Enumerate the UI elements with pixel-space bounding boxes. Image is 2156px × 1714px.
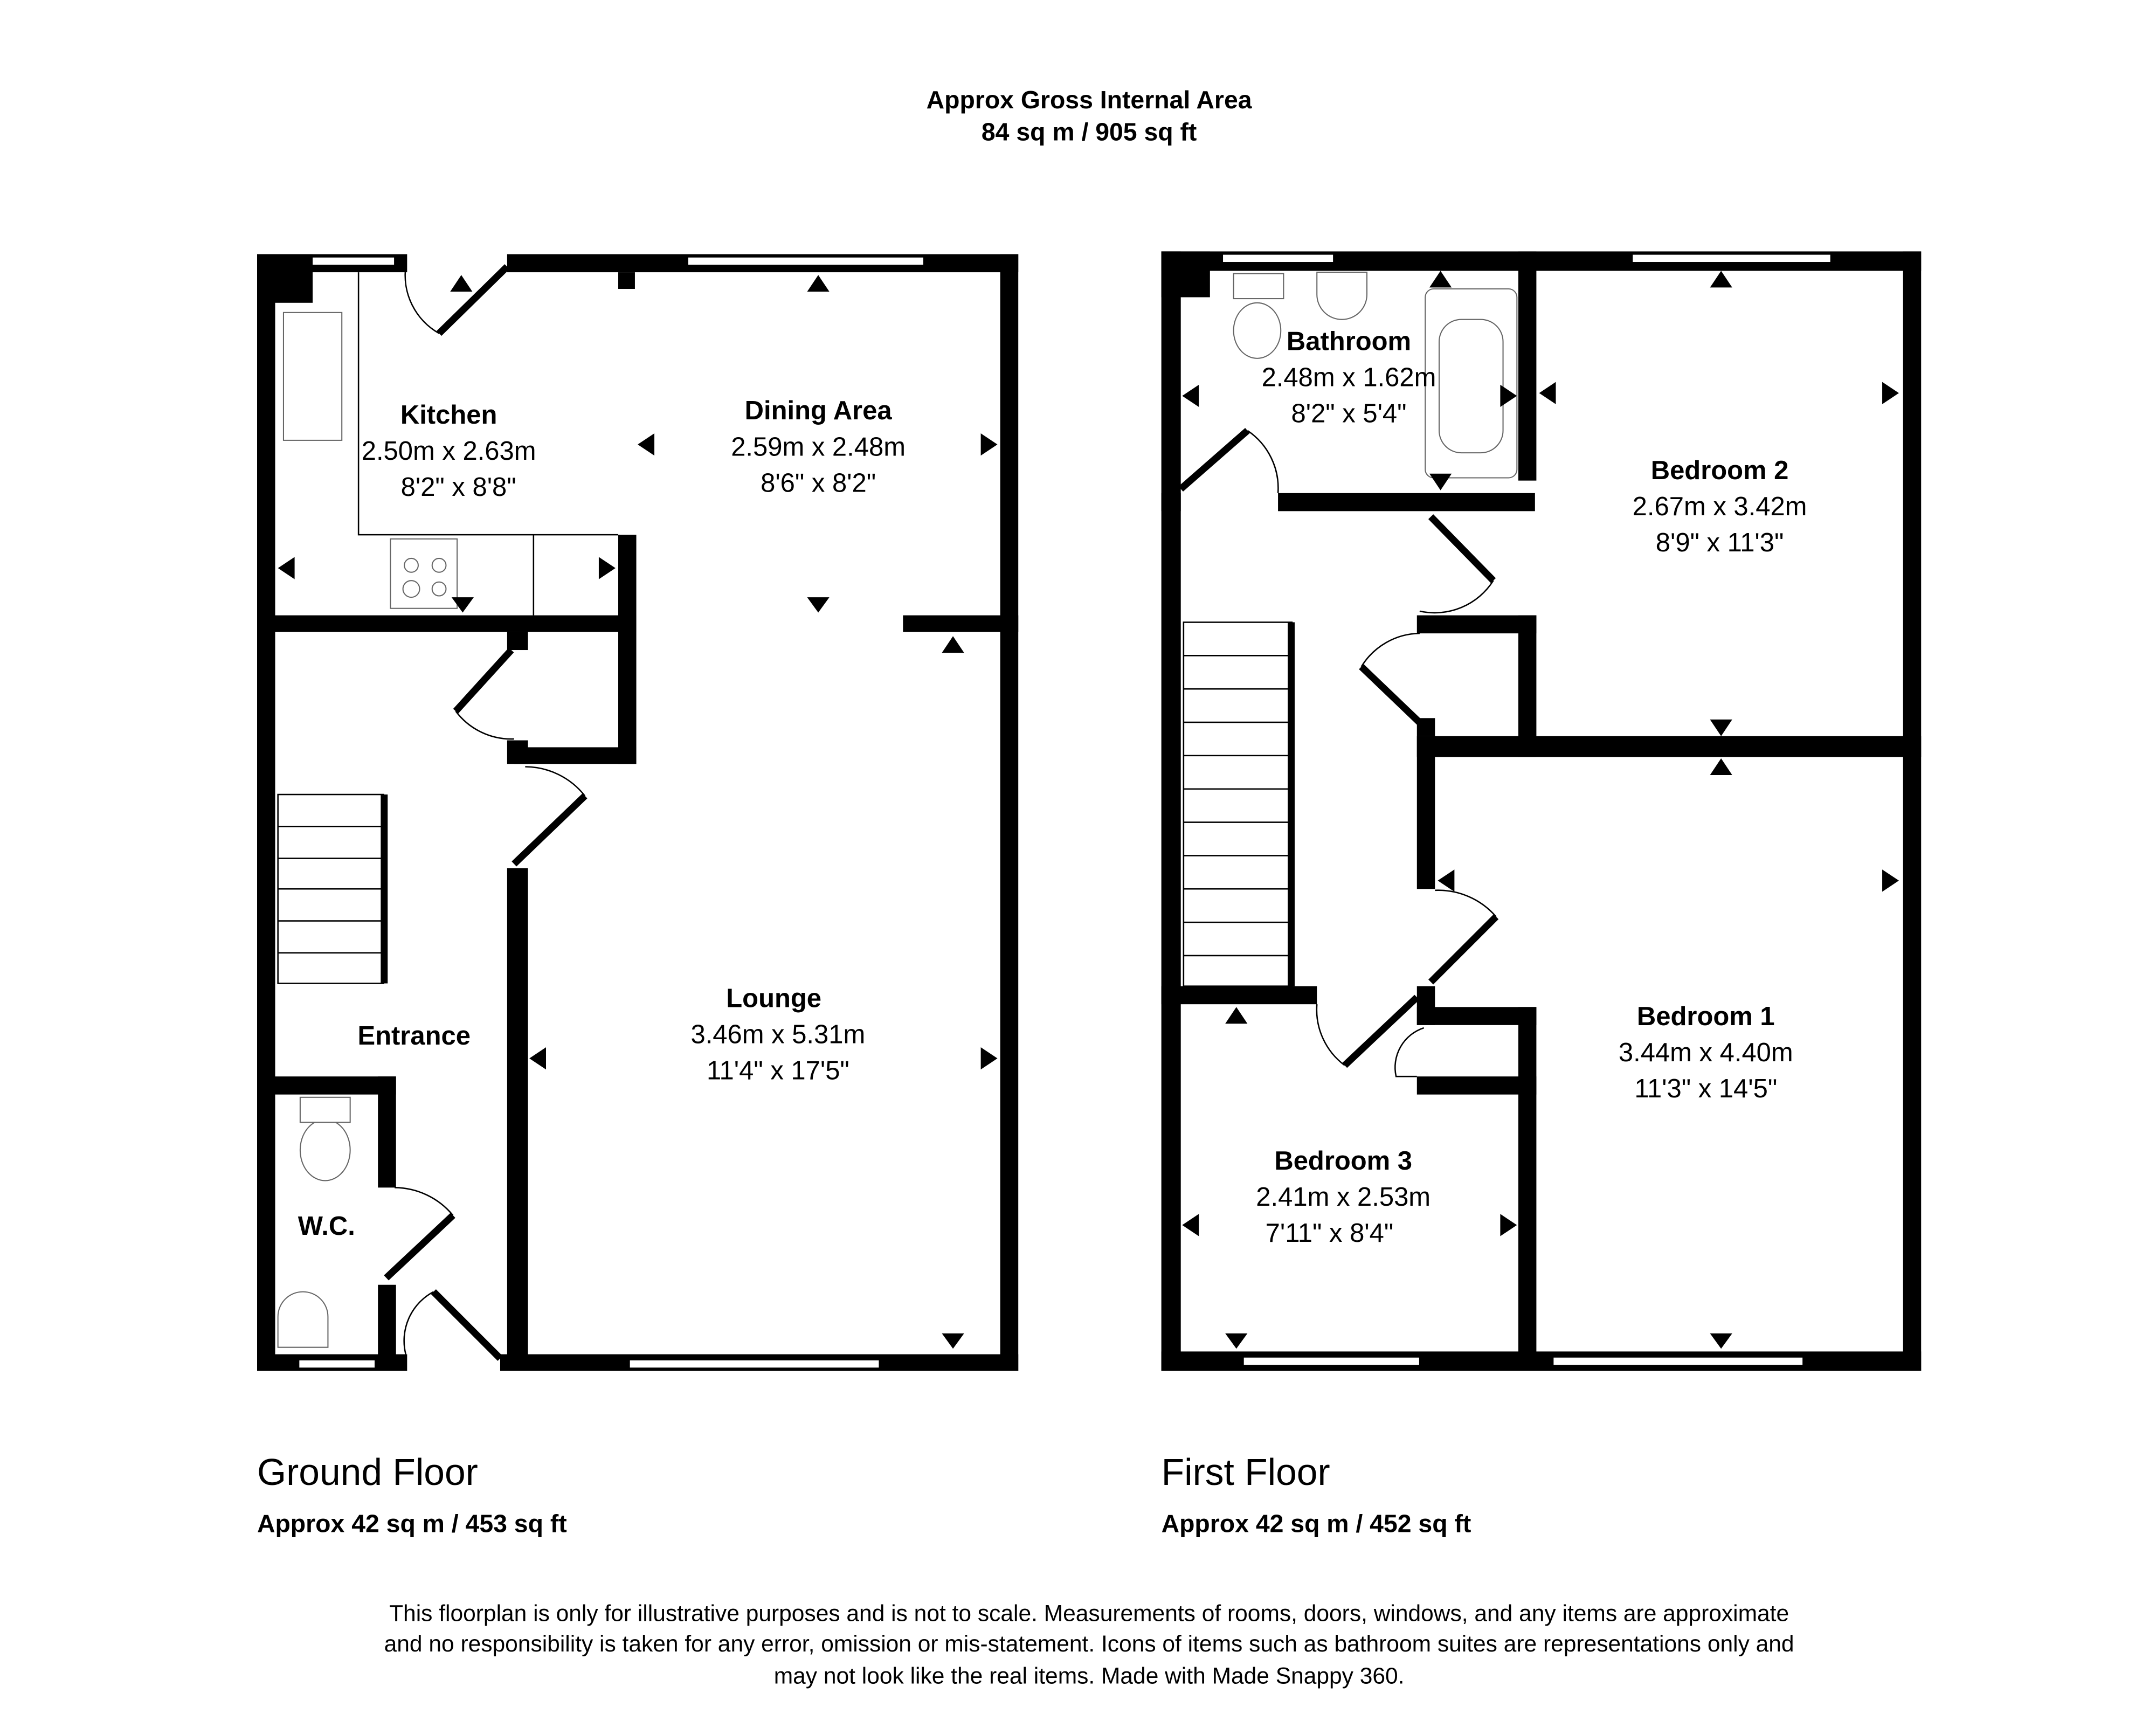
window [687, 256, 924, 266]
room-imperial: 11'4" x 17'5" [707, 1056, 849, 1085]
window [1552, 1356, 1804, 1366]
ground-floor-title: Ground Floor [257, 1451, 478, 1493]
room-metric: 3.46m x 5.31m [690, 1020, 865, 1049]
room-imperial: 8'9" x 11'3" [1656, 528, 1784, 557]
window [1632, 253, 1832, 264]
staircase [1183, 621, 1295, 987]
room-imperial: 8'2" x 8'8" [401, 473, 516, 502]
window [1221, 253, 1335, 264]
room-name: W.C. [298, 1212, 355, 1241]
room-name: Entrance [357, 1021, 471, 1050]
toilet-icon [299, 1119, 351, 1181]
disclaimer-line: This floorplan is only for illustrative … [389, 1601, 1789, 1626]
staircase [277, 793, 388, 984]
room-metric: 2.41m x 2.53m [1256, 1183, 1431, 1212]
room-name: Bedroom 3 [1274, 1146, 1412, 1176]
room-name: Lounge [726, 984, 821, 1013]
basin-icon [277, 1291, 329, 1348]
first-floor-area: Approx 42 sq m / 452 sq ft [1162, 1509, 1471, 1537]
disclaimer-line: and no responsibility is taken for any e… [384, 1632, 1794, 1657]
room-metric: 2.67m x 3.42m [1633, 492, 1807, 521]
room-imperial: 7'11" x 8'4" [1266, 1219, 1394, 1248]
first-floor-plan: Bathroom 2.48m x 1.62m 8'2" x 5'4" Bedro… [1161, 251, 1922, 1371]
basin-icon [1316, 272, 1368, 320]
disclaimer-line: may not look like the real items. Made w… [774, 1663, 1405, 1689]
room-metric: 2.59m x 2.48m [731, 432, 906, 461]
room-name: Kitchen [400, 400, 497, 430]
room-name: Bedroom 2 [1651, 456, 1789, 485]
room-metric: 3.44m x 4.40m [1619, 1038, 1793, 1067]
dimension-arrows [1182, 271, 1899, 1349]
room-imperial: 11'3" x 14'5" [1634, 1074, 1777, 1103]
room-metric: 2.50m x 2.63m [362, 437, 536, 466]
room-imperial: 8'2" x 5'4" [1291, 399, 1406, 428]
window [298, 1359, 376, 1369]
sink-icon [282, 312, 343, 441]
gross-area-title: Approx Gross Internal Area [927, 86, 1253, 114]
first-floor-title: First Floor [1162, 1451, 1330, 1493]
hob-icon [390, 538, 458, 609]
room-name: Bedroom 1 [1637, 1002, 1775, 1031]
window [1242, 1356, 1420, 1366]
ground-floor-plan: Kitchen 2.50m x 2.63m 8'2" x 8'8" Dining… [257, 254, 1019, 1371]
window [628, 1359, 880, 1369]
toilet-icon [1233, 302, 1282, 359]
room-name: Dining Area [745, 396, 893, 425]
ground-floor-area: Approx 42 sq m / 453 sq ft [257, 1509, 567, 1537]
room-metric: 2.48m x 1.62m [1262, 363, 1436, 392]
room-imperial: 8'6" x 8'2" [761, 468, 876, 497]
gross-area-value: 84 sq m / 905 sq ft [982, 118, 1197, 146]
room-name: Bathroom [1287, 327, 1411, 356]
dimension-arrows [278, 275, 998, 1349]
